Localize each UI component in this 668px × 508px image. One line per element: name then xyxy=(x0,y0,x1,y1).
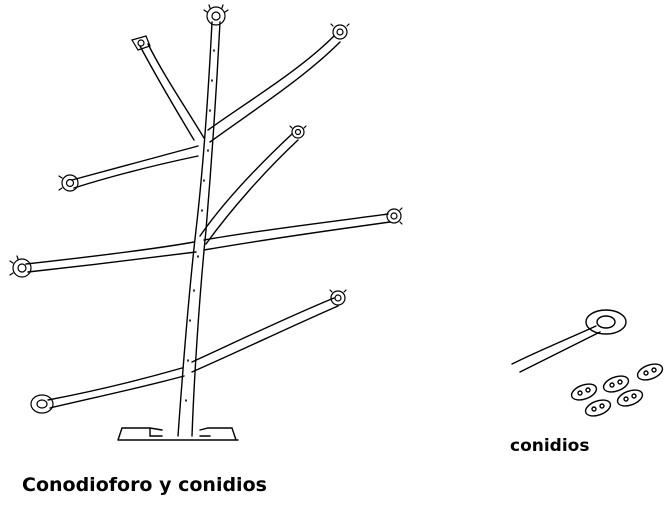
loose-conidia xyxy=(569,361,664,419)
conidium-detail xyxy=(512,310,626,372)
tip-upper-left xyxy=(59,175,78,191)
conidia-label: conidios xyxy=(510,436,589,456)
branch-left-middle xyxy=(26,242,196,272)
conidium xyxy=(569,381,598,403)
main-stalk xyxy=(178,22,220,436)
conidium xyxy=(635,361,664,383)
branch-top-right xyxy=(208,36,340,142)
branch-top-left xyxy=(140,44,204,140)
conidium xyxy=(583,397,612,419)
tip-top-center xyxy=(204,5,228,25)
stalk-stippling xyxy=(186,50,214,401)
figure-caption: Conodioforo y conidios xyxy=(22,474,267,496)
tip-bottom-left xyxy=(31,395,53,413)
tip-middle-left xyxy=(10,256,31,277)
branch-right-middle xyxy=(204,214,390,250)
tip-conidia-clusters xyxy=(10,5,402,413)
tip-upper-right xyxy=(290,126,306,138)
branch-left-upper xyxy=(72,146,198,188)
branch-right-bottom xyxy=(192,298,338,372)
tip-bottom-right xyxy=(330,290,346,305)
branch-left-bottom xyxy=(48,368,184,408)
tip-middle-right xyxy=(387,208,402,224)
